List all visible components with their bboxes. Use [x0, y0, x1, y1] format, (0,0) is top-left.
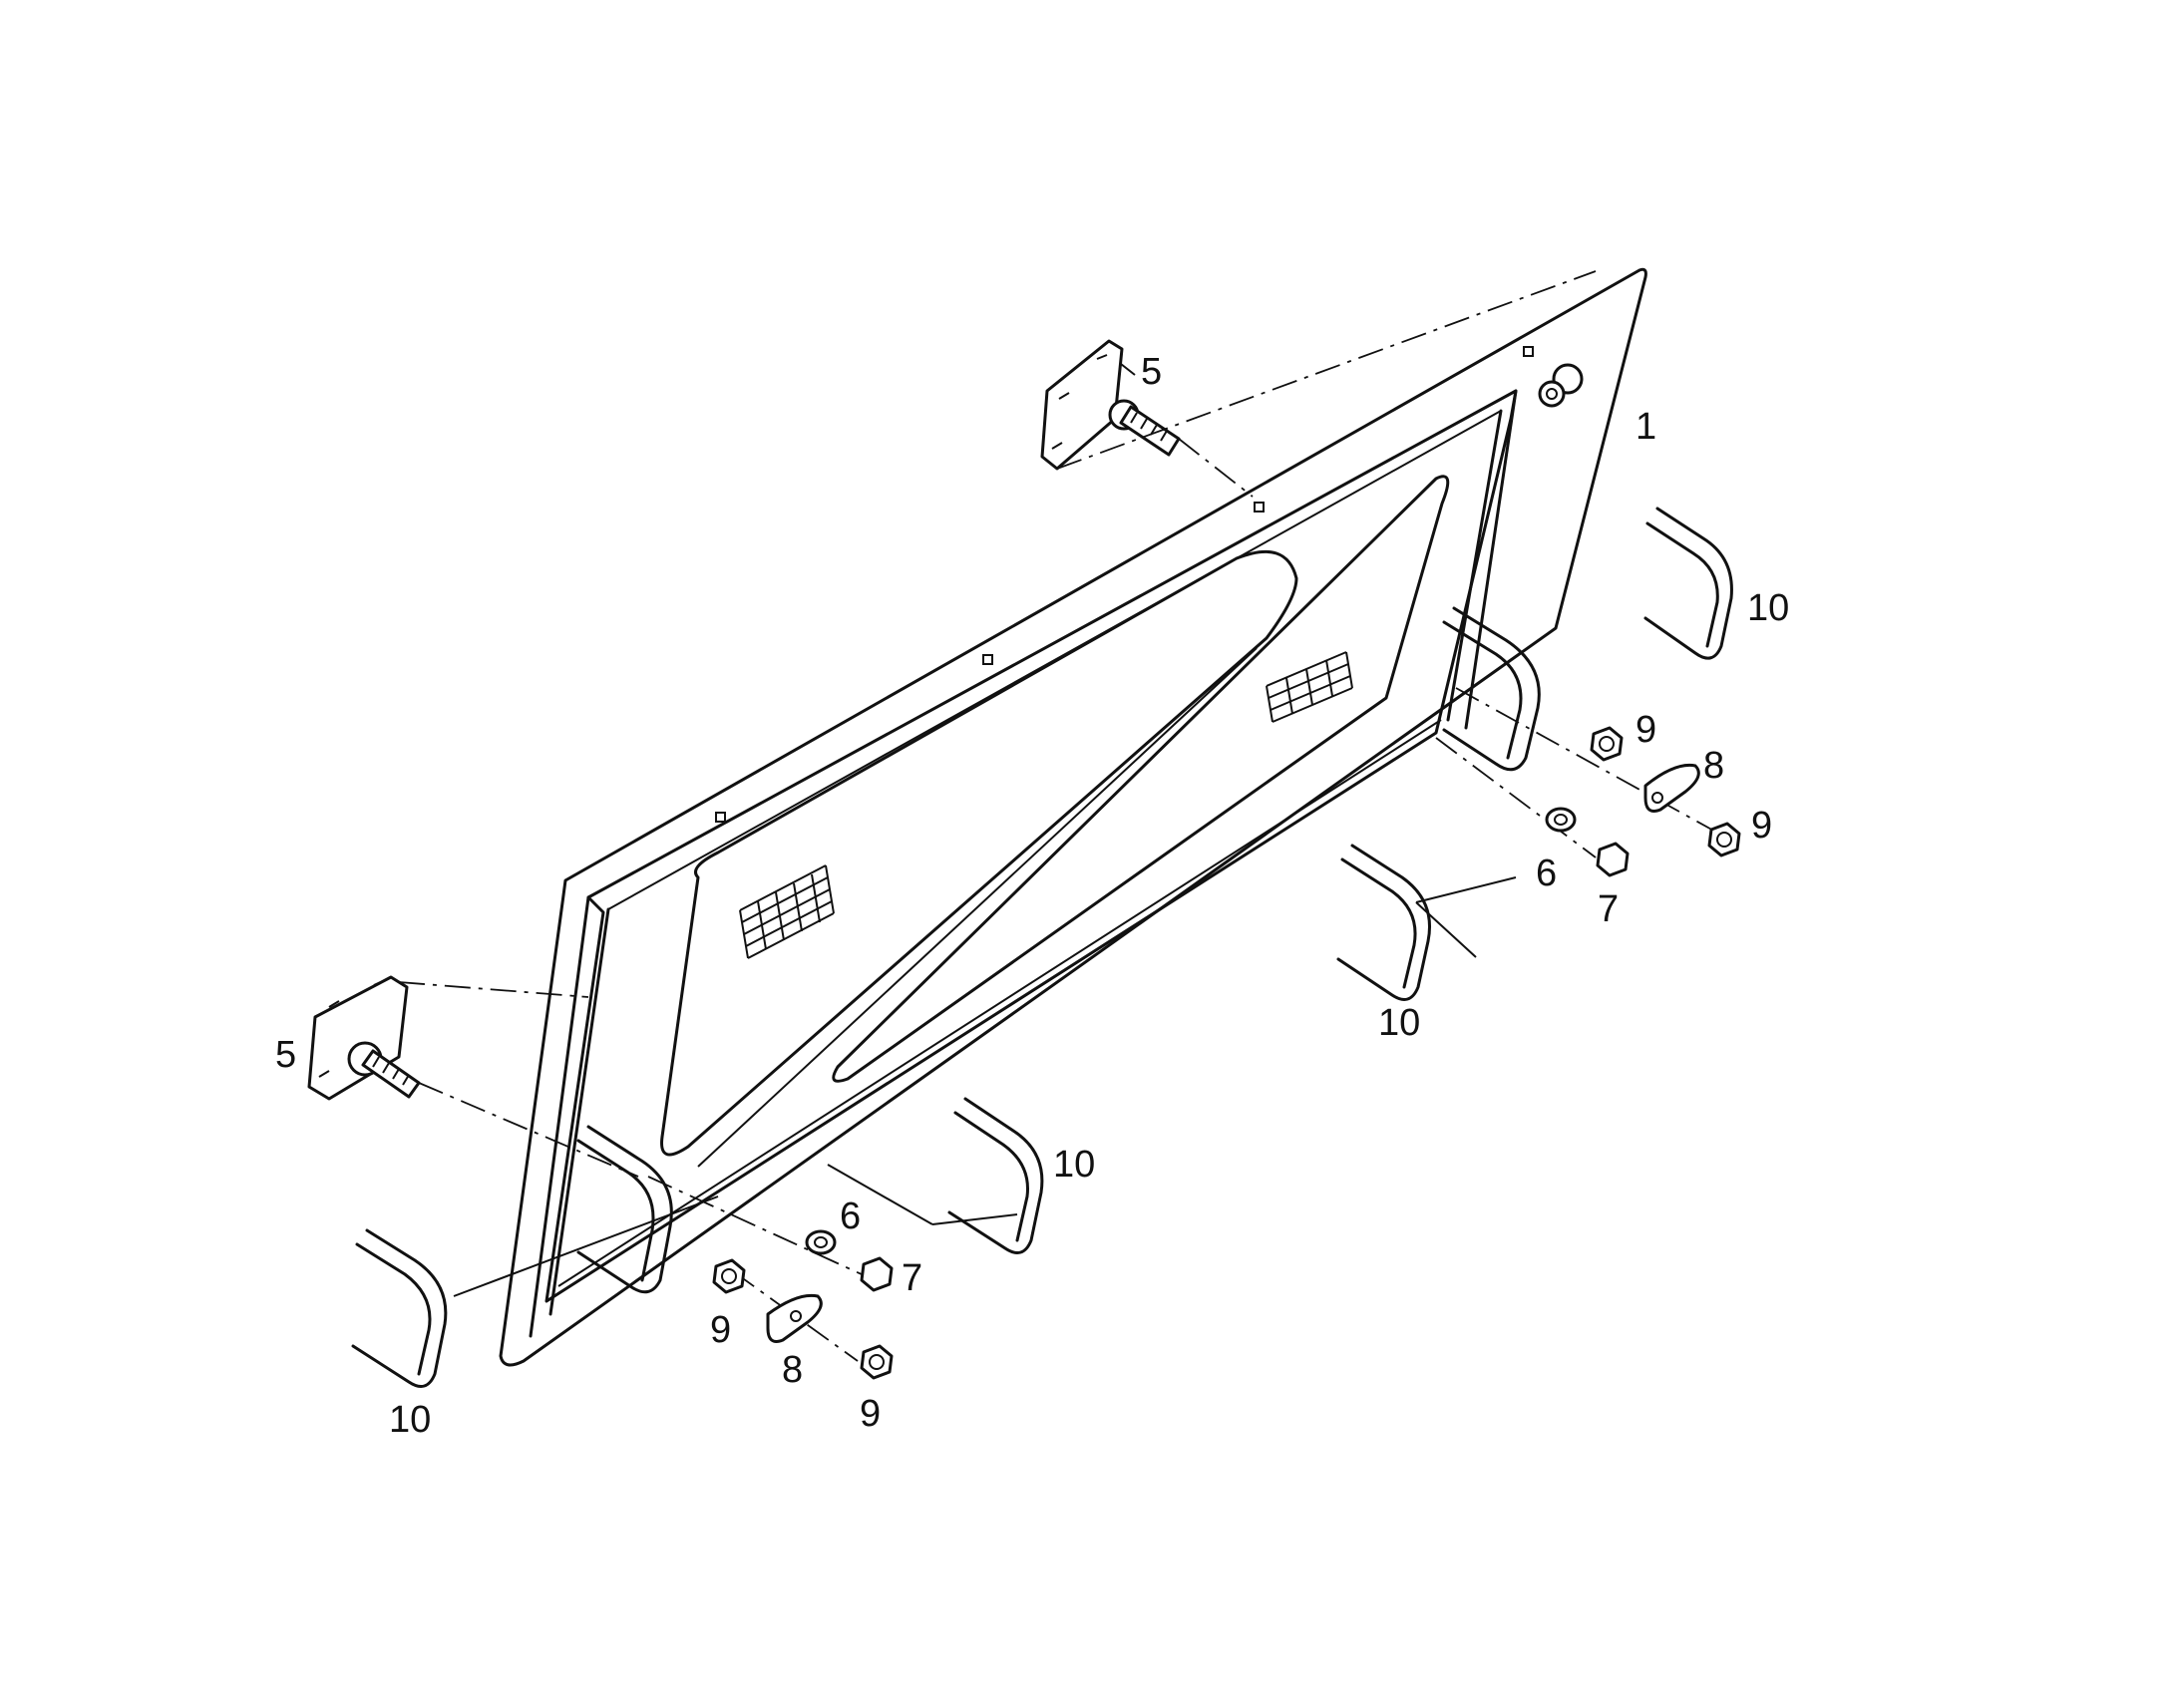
callout-washer-right: 6: [1536, 853, 1557, 894]
callout-locknut-left-a: 9: [710, 1309, 731, 1351]
handle-mid-right: [1336, 844, 1431, 1001]
callout-handle-mid-right: 10: [1378, 1002, 1420, 1044]
handle-top-right: [1643, 507, 1733, 660]
callout-tab-right: 8: [1703, 745, 1724, 787]
hinge-bracket: [1538, 363, 1584, 408]
callout-washer-left: 6: [840, 1196, 861, 1237]
callout-locknut-left-b: 9: [860, 1393, 881, 1435]
handle-mid-left: [947, 1097, 1044, 1254]
fasteners-right: [1545, 726, 1741, 877]
mounted-handle-left: [576, 1125, 673, 1294]
callout-nut-right: 7: [1598, 888, 1619, 930]
mounting-plate-top: [1040, 339, 1181, 471]
mounted-handle-right: [1442, 606, 1541, 772]
callout-handle-top-right: 10: [1747, 587, 1789, 629]
callout-handle-mid-left: 10: [1053, 1144, 1095, 1186]
callout-locknut-right-b: 9: [1751, 805, 1772, 847]
leader-lines: [398, 270, 1736, 1362]
callout-panel: 1: [1635, 406, 1656, 448]
vent-grid-right: [1266, 651, 1353, 723]
fasteners-left: [712, 1229, 894, 1380]
callout-nut-left: 7: [902, 1257, 922, 1299]
vent-grid-left: [739, 864, 835, 959]
callout-locknut-right-a: 9: [1635, 709, 1656, 751]
callout-tab-left: 8: [782, 1349, 803, 1391]
panel-part-1: [499, 267, 1647, 1367]
callout-handle-bottom-left: 10: [389, 1399, 431, 1441]
callout-plate-top: 5: [1141, 351, 1162, 393]
handle-bottom-left: [351, 1228, 448, 1388]
callout-plate-left: 5: [275, 1034, 296, 1076]
mounting-plate-left: [307, 975, 421, 1101]
